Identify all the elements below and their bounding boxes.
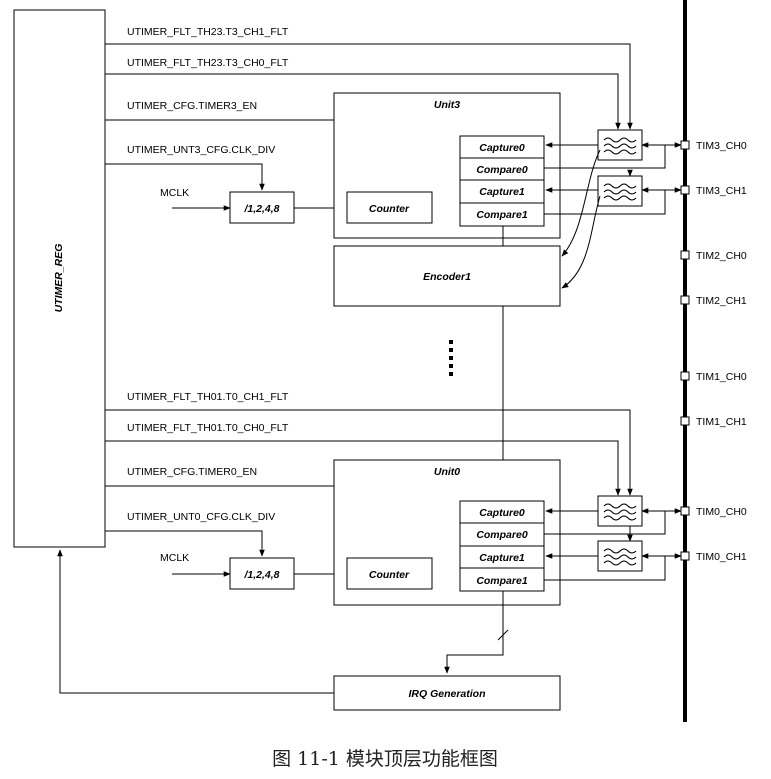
unit3-divider-label: /1,2,4,8: [243, 203, 279, 215]
signal-label-unit3-cfg-en: UTIMER_CFG.TIMER3_EN: [127, 100, 257, 112]
pin-tim3-ch1: TIM3_CH1: [680, 185, 747, 197]
svg-text:TIM1_CH1: TIM1_CH1: [696, 416, 747, 428]
unit0-counter-label: Counter: [369, 569, 410, 581]
figure-caption: 图 11-1 模块顶层功能框图: [272, 748, 498, 770]
signal-label-unit0-clk-div: UTIMER_UNT0_CFG.CLK_DIV: [127, 511, 275, 523]
unit0-counter-box: [346, 557, 433, 590]
unit0-capture1: Capture1: [479, 552, 525, 564]
utimer-reg-block: UTIMER_REG: [13, 9, 106, 548]
svg-text:TIM2_CH0: TIM2_CH0: [696, 250, 747, 262]
utimer-reg-label: UTIMER_REG: [53, 244, 65, 313]
svg-text:TIM1_CH0: TIM1_CH0: [696, 371, 747, 383]
unit0-to-irq-wire: [444, 591, 504, 674]
pin-tim0-ch0: TIM0_CH0: [680, 506, 747, 518]
signal-label-unit0-cfg-en: UTIMER_CFG.TIMER0_EN: [127, 466, 257, 478]
pin-tim2-ch0: TIM2_CH0: [680, 250, 747, 262]
encoder1-label: Encoder1: [423, 271, 471, 283]
unit0-divider-label: /1,2,4,8: [243, 569, 279, 581]
unit3-capcomp-stack: [459, 135, 545, 227]
unit3-ch1-filter-icon: [597, 175, 643, 207]
signal-label-mclk-unit0: MCLK: [160, 552, 189, 564]
signal-label-unit0-flt-ch1: UTIMER_FLT_TH01.T0_CH1_FLT: [127, 391, 289, 403]
svg-text:TIM0_CH0: TIM0_CH0: [696, 506, 747, 518]
signal-label-unit3-flt-ch1: UTIMER_FLT_TH23.T3_CH1_FLT: [127, 26, 289, 38]
pin-tim0-ch1: TIM0_CH1: [680, 551, 747, 563]
svg-text:TIM3_CH1: TIM3_CH1: [696, 185, 747, 197]
pin-tim1-ch0: TIM1_CH0: [680, 371, 747, 383]
unit0-compare0: Compare0: [476, 529, 528, 541]
svg-text:TIM0_CH1: TIM0_CH1: [696, 551, 747, 563]
unit3-counter-box: [346, 191, 433, 224]
unit3-capture1: Capture1: [479, 186, 525, 198]
unit3-ch0-filter-icon: [597, 129, 643, 161]
signal-label-unit3-clk-div: UTIMER_UNT3_CFG.CLK_DIV: [127, 144, 275, 156]
encoder1-box: [333, 245, 561, 307]
unit3-divider-box: [229, 191, 295, 224]
more-units-ellipsis: [449, 340, 453, 376]
pin-tim2-ch1: TIM2_CH1: [680, 295, 747, 307]
unit3-capture0: Capture0: [479, 142, 525, 154]
svg-text:TIM2_CH1: TIM2_CH1: [696, 295, 747, 307]
irq-generation-label: IRQ Generation: [408, 688, 485, 700]
unit3-section: UTIMER_FLT_TH23.T3_CH1_FLT UTIMER_FLT_TH…: [105, 26, 682, 289]
unit0-capture0: Capture0: [479, 507, 525, 519]
pin-tim3-ch0: TIM3_CH0: [680, 140, 747, 152]
unit0-divider-box: [229, 557, 295, 590]
unit3-counter-label: Counter: [369, 203, 410, 215]
signal-label-unit0-flt-ch0: UTIMER_FLT_TH01.T0_CH0_FLT: [127, 422, 289, 434]
irq-generation-box: [333, 675, 561, 711]
pin-tim1-ch1: TIM1_CH1: [680, 416, 747, 428]
unit3-title: Unit3: [434, 99, 460, 111]
unit0-section: UTIMER_FLT_TH01.T0_CH1_FLT UTIMER_FLT_TH…: [105, 169, 682, 606]
svg-text:TIM3_CH0: TIM3_CH0: [696, 140, 747, 152]
unit0-ch0-filter-icon: [597, 495, 643, 527]
unit0-ch1-filter-icon: [597, 540, 643, 572]
signal-label-mclk-unit3: MCLK: [160, 187, 189, 199]
unit3-compare0: Compare0: [476, 164, 528, 176]
signal-label-unit3-flt-ch0: UTIMER_FLT_TH23.T3_CH0_FLT: [127, 57, 289, 69]
unit0-compare1: Compare1: [476, 575, 528, 587]
unit0-title: Unit0: [434, 466, 460, 478]
irq-to-reg-wire: [57, 549, 334, 694]
unit3-compare1: Compare1: [476, 209, 528, 221]
